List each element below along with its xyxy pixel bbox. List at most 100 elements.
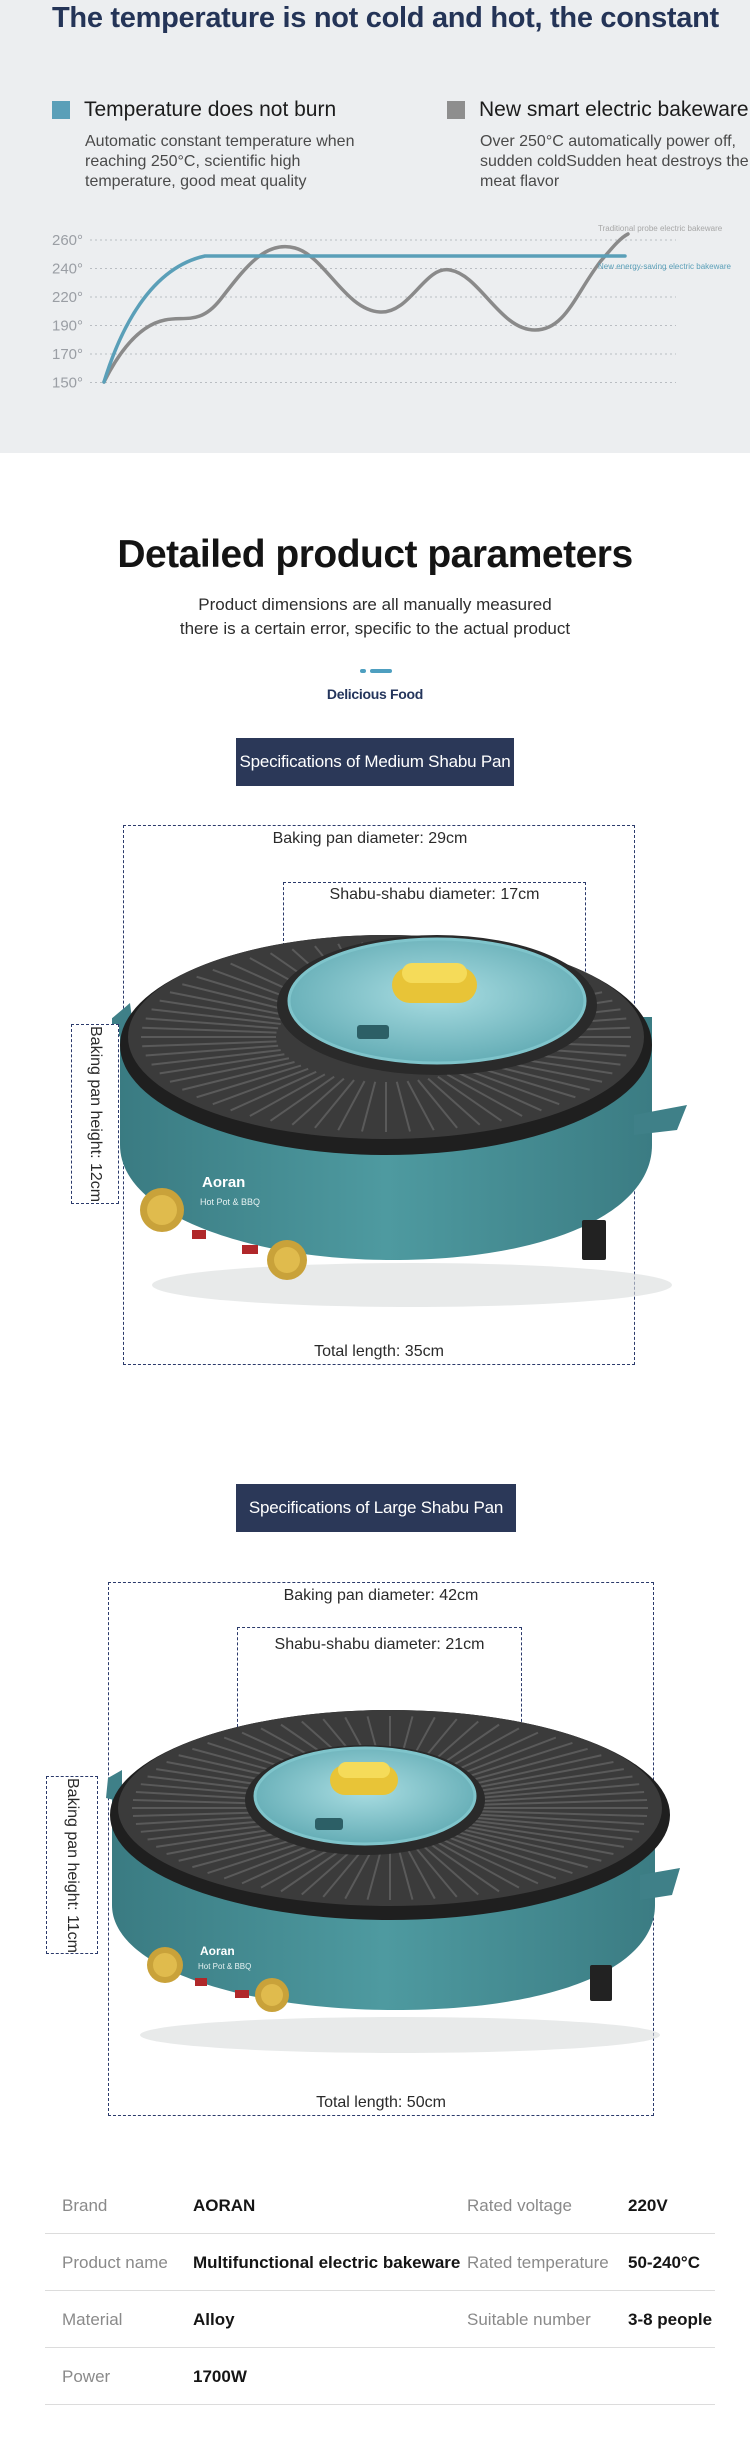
grill-rib — [478, 1791, 645, 1803]
grill-rib — [142, 1040, 277, 1048]
grill-rib — [337, 1080, 366, 1131]
temperature-section: The temperature is not cold and hot, the… — [0, 0, 750, 453]
spec-key: Product name — [62, 2252, 168, 2272]
medium-pan-height-label: Baking pan height: 12cm — [71, 1024, 119, 1204]
brand-tag: Delicious Food — [326, 686, 424, 702]
temperature-title: The temperature is not cold and hot, the… — [52, 2, 719, 34]
grill-rib — [453, 1741, 573, 1783]
medium-total-length-label: Total length: 35cm — [314, 1343, 444, 1360]
large-pan-height-label: Baking pan height: 11cm — [46, 1776, 98, 1954]
grill-rib — [182, 1061, 295, 1091]
y-tick-label: 220° — [52, 289, 83, 306]
large-product-logo: Aoran — [200, 1944, 235, 1958]
large-spec-banner: Specifications of Large Shabu Pan — [236, 1484, 516, 1532]
legend-new-energy: New energy-saving electric bakeware — [598, 262, 732, 271]
grill-rib — [417, 1079, 458, 1129]
series-line-new-energy — [102, 254, 627, 384]
large-pan-height-text: Baking pan height: 11cm — [64, 1777, 81, 1953]
grill-rib — [269, 1075, 335, 1122]
grill-rib — [471, 1768, 624, 1793]
decor-dot — [360, 669, 366, 673]
grill-rib — [145, 1044, 279, 1057]
grill-rib — [474, 1775, 633, 1796]
large-pan-image: Aoran Hot Pot & BBQ — [106, 1710, 680, 2053]
grill-rib — [404, 1844, 436, 1900]
grill-rib — [453, 1833, 573, 1875]
table-row: Brand AORAN Rated voltage 220V — [45, 2177, 715, 2234]
grill-rib — [396, 1845, 414, 1900]
spec-value: AORAN — [193, 2195, 256, 2215]
params-subtitle: Product dimensions are all manually meas… — [0, 593, 750, 641]
grill-rib — [412, 1844, 458, 1898]
grill-rib — [291, 1077, 345, 1126]
large-shabu-diameter-label: Shabu-shabu diameter: 21cm — [274, 1636, 485, 1653]
grill-rib — [441, 1838, 539, 1885]
spec-key: Brand — [62, 2195, 108, 2215]
gray-square-icon — [447, 101, 465, 119]
grill-rib — [479, 1798, 648, 1806]
grill-rib — [427, 1077, 481, 1126]
spec-value: 220V — [628, 2195, 668, 2215]
y-tick-label: 170° — [52, 346, 83, 363]
grill-rib — [467, 1826, 614, 1855]
grill-rib — [420, 1842, 479, 1896]
feature-title: New smart electric bakeware — [479, 98, 749, 121]
feature-constant-temperature: Temperature does not burn Automatic cons… — [52, 98, 382, 192]
grill-rib — [463, 1067, 560, 1106]
grill-rib — [463, 1828, 602, 1862]
medium-pan-diameter-label: Baking pan diameter: 29cm — [0, 830, 750, 848]
grill-rib — [151, 1049, 281, 1066]
grill-rib — [474, 1820, 633, 1841]
grill-rib — [455, 1070, 542, 1112]
grill-rib — [196, 1064, 302, 1099]
medium-product-label: Hot Pot & BBQ — [200, 1197, 260, 1207]
table-row: Material Alloy Suitable number 3-8 peopl… — [45, 2291, 715, 2348]
grill-rib — [395, 1081, 411, 1132]
spec-key: Material — [62, 2309, 123, 2329]
medium-pan-image: Aoran Hot Pot & BBQ — [112, 935, 687, 1307]
params-title: Detailed product parameters — [117, 533, 633, 576]
legend-traditional: Traditional probe electric bakeware — [598, 224, 723, 233]
grill-rib — [446, 1073, 523, 1117]
grill-rib — [458, 1831, 588, 1869]
grill-rib — [314, 1079, 355, 1129]
grill-rib — [145, 1017, 279, 1030]
table-row: Product name Multifunctional electric ba… — [45, 2234, 715, 2291]
params-subtitle-line: there is a certain error, specific to th… — [179, 619, 571, 638]
feature-smart-bakeware: New smart electric bakeware Over 250°C a… — [447, 98, 750, 192]
spec-key: Suitable number — [467, 2309, 591, 2329]
grill-rib — [427, 1841, 500, 1893]
grill-rib — [169, 1057, 290, 1083]
spec-key: Rated temperature — [467, 2252, 609, 2272]
grill-rib — [479, 1810, 648, 1818]
feature-description: Automatic constant temperature when reac… — [85, 133, 355, 190]
grill-rib — [447, 1836, 557, 1880]
feature-description: Over 250°C automatically power off, sudd… — [480, 133, 749, 190]
grill-rib — [142, 1026, 277, 1034]
grill-rib — [478, 1813, 645, 1825]
grill-rib — [476, 1816, 640, 1833]
grill-rib — [169, 991, 290, 1017]
grill-rib — [476, 1783, 640, 1800]
grill-rib — [458, 1747, 588, 1785]
large-product-label: Hot Pot & BBQ — [198, 1962, 251, 1971]
medium-pan-height-text: Baking pan height: 12cm — [87, 1025, 104, 1203]
grill-rib — [249, 1073, 326, 1117]
feature-title: Temperature does not burn — [84, 98, 337, 121]
large-total-length-label: Total length: 50cm — [316, 2094, 446, 2111]
grill-rib — [406, 1080, 435, 1131]
grill-rib — [182, 983, 295, 1013]
grill-rib — [361, 1081, 377, 1132]
y-tick-label: 260° — [52, 232, 83, 249]
params-subtitle-line: Product dimensions are all manually meas… — [198, 595, 552, 614]
medium-shabu-diameter-label: Shabu-shabu diameter: 17cm — [329, 886, 540, 903]
grill-rib — [366, 1845, 384, 1900]
y-tick-label: 150° — [52, 375, 83, 392]
medium-pan-diameter-text: Baking pan diameter: 29cm — [272, 830, 468, 847]
grill-rib — [434, 1840, 520, 1889]
grill-rib — [437, 1075, 503, 1122]
spec-table: Brand AORAN Rated voltage 220V Product n… — [45, 2177, 715, 2405]
y-tick-label: 240° — [52, 261, 83, 278]
medium-spec-banner: Specifications of Medium Shabu Pan — [236, 738, 514, 786]
grill-rib — [230, 1070, 317, 1112]
